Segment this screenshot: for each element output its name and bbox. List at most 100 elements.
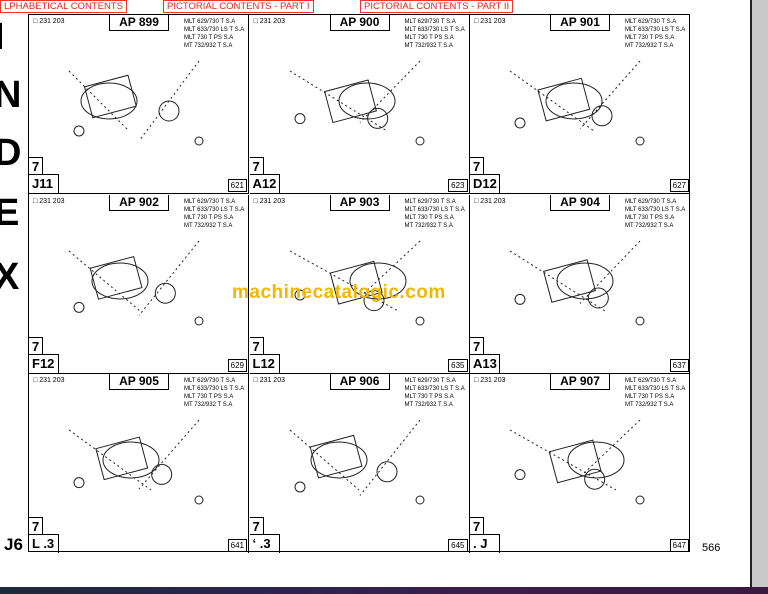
part-code: □ 231 203: [33, 377, 65, 384]
ap-number: AP 899: [109, 15, 169, 31]
section-number: 7: [470, 336, 484, 355]
exploded-parts-diagram: [509, 60, 645, 146]
nav-alphabetical-contents[interactable]: LPHABETICAL CONTENTS: [0, 0, 127, 13]
location-code: D12: [470, 174, 500, 193]
model-line: MLT 730 T PS S.A: [625, 394, 675, 400]
index-letter: D: [0, 132, 22, 174]
model-line: MLT 730 T PS S.A: [404, 394, 454, 400]
index-letter: I: [0, 18, 5, 56]
checkbox-icon: □: [33, 197, 38, 205]
model-line: MLT 633/730 LS T S.A: [404, 27, 465, 33]
exploded-parts-diagram: [289, 419, 424, 505]
section-number: 7: [29, 336, 43, 355]
catalog-cell[interactable]: □ 231 203 AP 900 MLT 629/730 T S.A MLT 63…: [249, 15, 470, 194]
model-line: MT 732/932 T S.A: [184, 222, 233, 229]
ap-number: AP 906: [329, 374, 390, 390]
page-link[interactable]: 629: [227, 358, 247, 372]
nav-pictorial-part-2[interactable]: PICTORIAL CONTENTS - PART II: [360, 0, 514, 13]
index-letter: N: [0, 74, 22, 116]
section-number: 7: [29, 157, 43, 175]
model-line: MLT 629/730 T S.A: [404, 19, 456, 25]
page-link[interactable]: 641: [227, 539, 247, 552]
scrollbar[interactable]: [750, 0, 768, 588]
page-link[interactable]: 621: [227, 179, 247, 192]
checkbox-icon: □: [474, 18, 479, 25]
page-link[interactable]: 635: [448, 358, 468, 372]
section-number: 7: [470, 517, 484, 535]
section-number: 7: [249, 517, 264, 535]
model-line: MLT 629/730 T S.A: [404, 198, 456, 205]
index-letter: X: [0, 256, 20, 298]
page-link[interactable]: 623: [448, 179, 468, 192]
model-line: MT 732/932 T S.A: [404, 402, 453, 408]
part-code: □ 231 203: [33, 197, 65, 205]
checkbox-icon: □: [33, 377, 38, 384]
taskbar: [0, 587, 768, 594]
model-line: MLT 730 T PS S.A: [184, 214, 234, 221]
model-line: MLT 730 T PS S.A: [184, 35, 234, 41]
model-line: MLT 633/730 LS T S.A: [184, 27, 245, 33]
exploded-parts-diagram: [68, 240, 204, 325]
exploded-parts-diagram: [68, 419, 204, 505]
model-line: MLT 629/730 T S.A: [404, 378, 456, 384]
section-number: 7: [29, 517, 43, 535]
ap-number: AP 904: [550, 194, 610, 211]
model-line: MLT 629/730 T S.A: [625, 19, 677, 25]
page-link[interactable]: 637: [669, 358, 689, 372]
model-line: MLT 629/730 T S.A: [184, 378, 236, 384]
location-code: L .3: [29, 534, 59, 553]
page-link[interactable]: 627: [669, 179, 689, 192]
checkbox-icon: □: [253, 18, 258, 25]
nav-pictorial-part-1[interactable]: PICTORIAL CONTENTS - PART I: [163, 0, 314, 13]
part-code: □ 231 203: [474, 18, 506, 25]
catalog-cell[interactable]: □ 231 203 AP 905 MLT 629/730 T S.A MLT 63…: [29, 374, 249, 553]
exploded-parts-diagram: [68, 60, 204, 146]
location-code: A13: [470, 353, 500, 373]
location-code: A12: [249, 174, 280, 193]
part-code: □ 231 203: [253, 18, 286, 25]
part-code: □ 231 203: [33, 18, 65, 25]
page-number: 566: [702, 542, 721, 554]
part-code: □ 231 203: [474, 197, 506, 205]
model-line: MLT 730 T PS S.A: [625, 214, 675, 221]
row-label: J6: [4, 535, 23, 554]
model-line: MT 732/932 T S.A: [625, 222, 674, 229]
model-line: MT 732/932 T S.A: [184, 402, 233, 408]
location-code: F12: [29, 353, 59, 373]
model-line: MT 732/932 T S.A: [184, 43, 233, 49]
part-code: □ 231 203: [474, 377, 506, 384]
checkbox-icon: □: [474, 377, 479, 384]
ap-number: AP 907: [550, 374, 610, 390]
model-line: MLT 629/730 T S.A: [184, 198, 236, 205]
model-line: MLT 633/730 LS T S.A: [184, 386, 245, 392]
ap-number: AP 900: [329, 15, 390, 31]
model-line: MLT 633/730 LS T S.A: [404, 206, 465, 213]
ap-number: AP 905: [109, 374, 169, 390]
location-code: . J: [470, 534, 500, 553]
checkbox-icon: □: [253, 197, 258, 205]
model-line: MT 732/932 T S.A: [404, 43, 453, 49]
model-line: MLT 730 T PS S.A: [625, 35, 675, 41]
model-line: MT 732/932 T S.A: [404, 222, 453, 229]
location-code: L12: [249, 353, 280, 373]
page-link[interactable]: 645: [448, 539, 468, 552]
model-line: MLT 730 T PS S.A: [404, 214, 454, 221]
model-line: MLT 629/730 T S.A: [625, 378, 677, 384]
checkbox-icon: □: [33, 18, 38, 25]
watermark: machinecatalogic.com: [232, 282, 446, 303]
model-line: MLT 633/730 LS T S.A: [625, 206, 686, 213]
page-link[interactable]: 647: [669, 539, 689, 552]
checkbox-icon: □: [474, 197, 479, 205]
